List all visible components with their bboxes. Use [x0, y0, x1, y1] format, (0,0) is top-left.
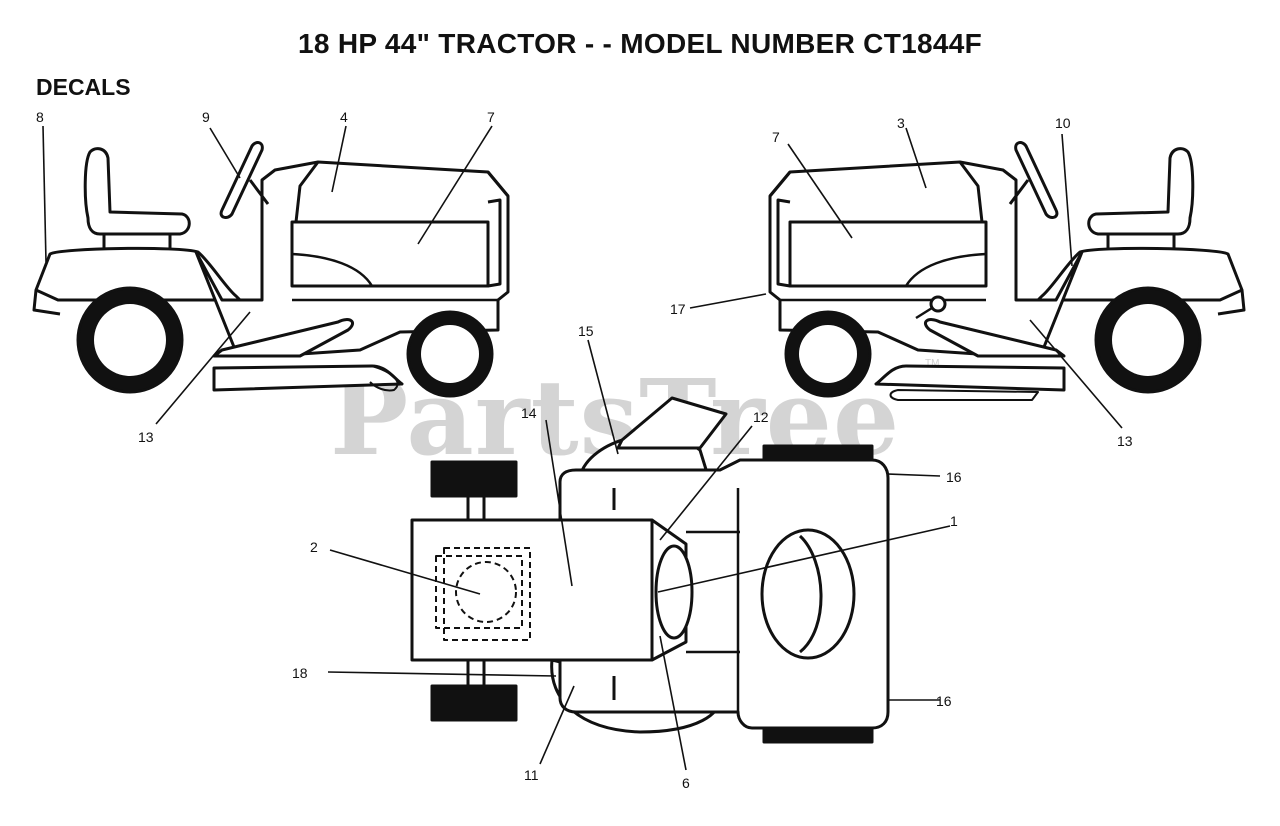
tractor-body: [194, 160, 510, 357]
callout-9: 9: [202, 109, 210, 125]
callout-18: 18: [292, 665, 308, 681]
tractor-top-view: [410, 396, 890, 744]
callout-6: 6: [682, 775, 690, 791]
rear-tire-top: [430, 460, 518, 498]
tractor-left-view: [32, 141, 510, 398]
leader-lines-left: [42, 125, 493, 425]
callout-4: 4: [340, 109, 348, 125]
callout-10: 10: [1055, 115, 1071, 131]
callout-16: 16: [936, 693, 952, 709]
tractor-right-view: [768, 141, 1246, 401]
steering-wheel: [219, 141, 264, 219]
seat: [1087, 147, 1195, 236]
callout-13: 13: [138, 429, 154, 445]
callout-7: 7: [487, 109, 495, 125]
front-grille-top: [760, 528, 856, 660]
callout-3: 3: [897, 115, 905, 131]
watermark-trademark: TM: [925, 358, 940, 369]
seat: [83, 147, 191, 236]
tractor-body: [768, 160, 1084, 357]
steering-wheel: [1014, 141, 1059, 219]
callout-14: 14: [521, 405, 537, 421]
callout-7: 7: [772, 129, 780, 145]
leader-lines-top: [327, 339, 951, 771]
callout-17: 17: [670, 301, 686, 317]
diagram-title: 18 HP 44" TRACTOR - - MODEL NUMBER CT184…: [298, 28, 982, 59]
seat-top: [410, 518, 654, 662]
callout-16: 16: [946, 469, 962, 485]
mower-deck: [874, 364, 1066, 392]
callout-13: 13: [1117, 433, 1133, 449]
callout-12: 12: [753, 409, 769, 425]
callouts-left: 8 9 4 7 13: [36, 109, 495, 445]
leader-lines-right: [689, 127, 1123, 429]
callout-11: 11: [524, 767, 539, 783]
callout-1: 1: [950, 513, 958, 529]
rear-tire-bottom: [430, 684, 518, 722]
section-label: DECALS: [36, 74, 131, 100]
callouts-right: 7 3 10 17 13: [670, 115, 1133, 449]
callouts-top: 15 14 12 16 1 2 18 16 11 6: [292, 323, 962, 791]
callout-2: 2: [310, 539, 318, 555]
callout-15: 15: [578, 323, 594, 339]
callout-8: 8: [36, 109, 44, 125]
